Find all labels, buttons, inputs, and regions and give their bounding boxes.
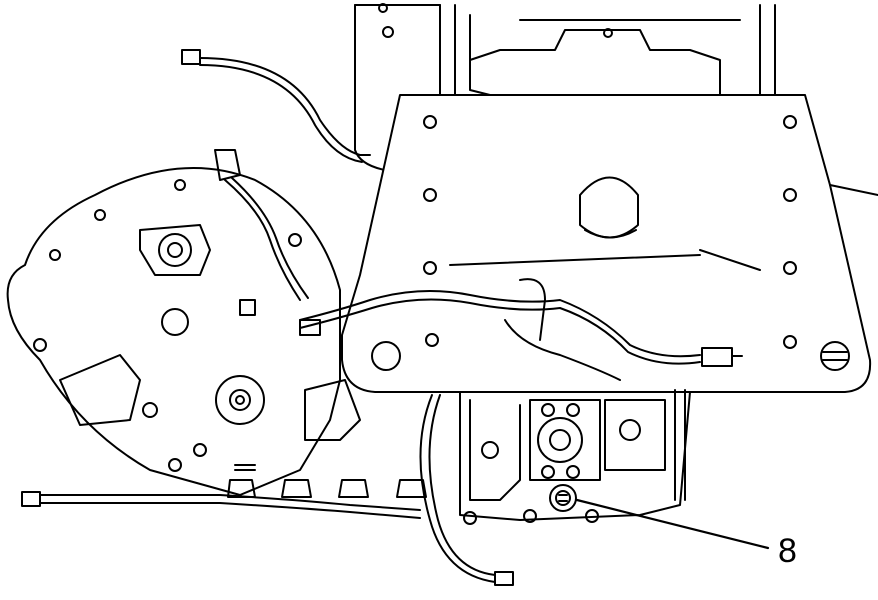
connector-top-left: [181, 49, 201, 65]
component-8: [549, 484, 577, 512]
connector-bottom: [494, 571, 514, 586]
callout-label-8: 8: [778, 532, 797, 570]
gearbox-housing: [6, 167, 361, 496]
leader-line-8: [575, 498, 770, 550]
connector-left: [21, 491, 41, 507]
mounting-plate: [341, 94, 878, 393]
lower-bracket: [459, 389, 691, 525]
bottom-fasteners: [227, 479, 427, 498]
